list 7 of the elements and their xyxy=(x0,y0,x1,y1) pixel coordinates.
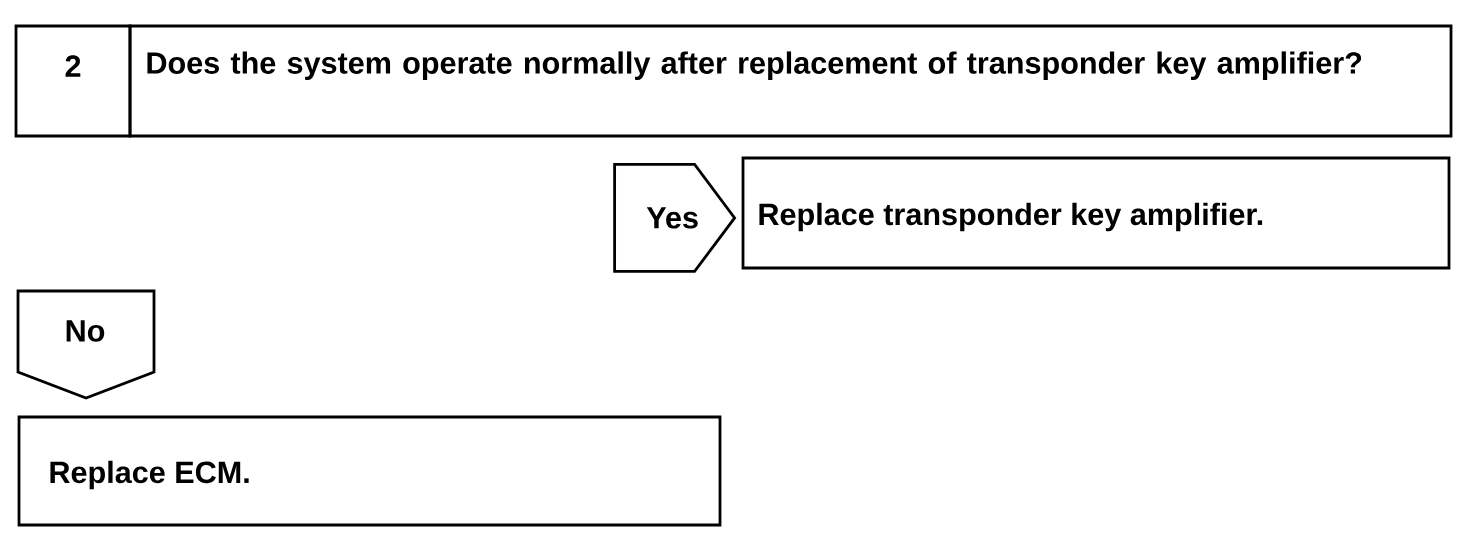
result-box: Replace ECM. xyxy=(17,415,722,527)
result-box: Replace transponder key amplifier. xyxy=(741,156,1451,270)
edge-label: Yes xyxy=(646,207,698,229)
step-number-cell: 2 xyxy=(14,24,132,138)
question-cell: Does the system operate normally after replacement of transponder key amplifier? xyxy=(128,24,1453,138)
chevron-arrow xyxy=(613,163,737,273)
branch-chevron: No xyxy=(16,289,156,400)
